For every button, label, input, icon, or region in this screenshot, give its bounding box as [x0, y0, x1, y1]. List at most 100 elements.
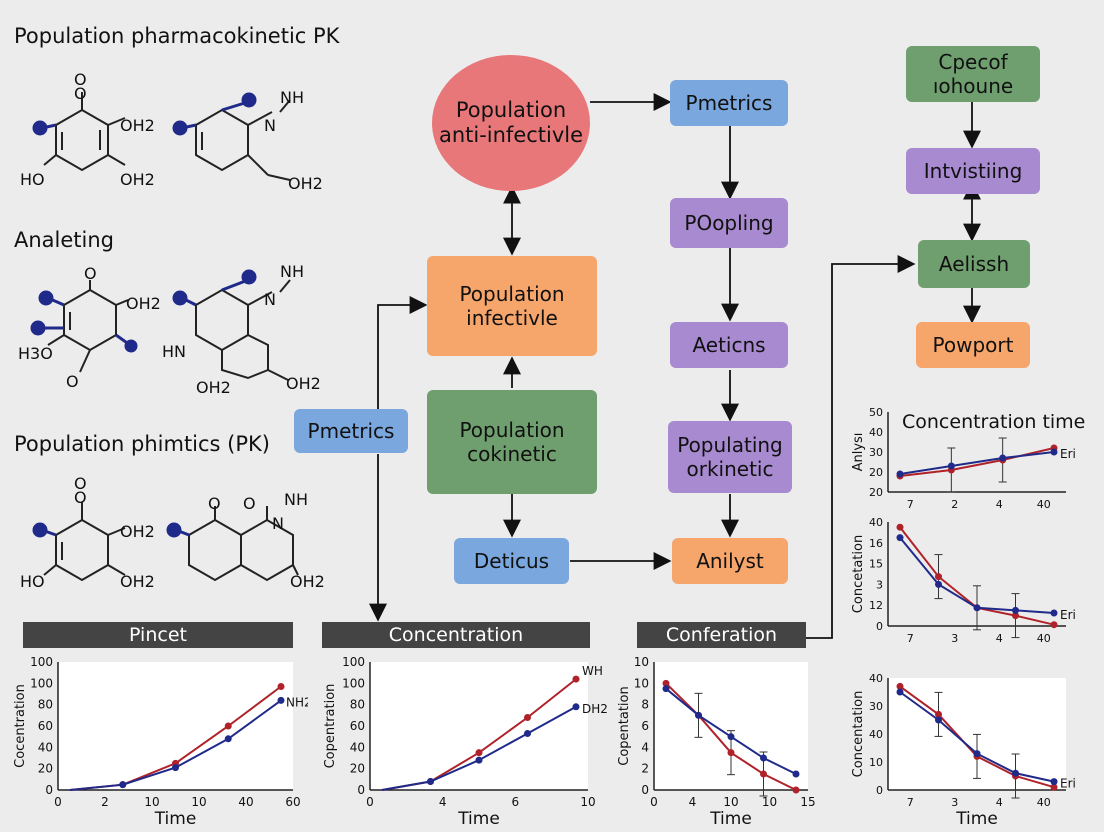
node-cpecof: Cpecof ıohoune [906, 46, 1040, 102]
data-point [662, 685, 670, 693]
y-tick-label: 100 [342, 676, 365, 690]
x-tick-label: 4 [439, 795, 447, 809]
x-axis-label: Time [154, 809, 197, 828]
plot-area [370, 662, 588, 790]
data-point [524, 729, 531, 737]
series-label: Eri [1060, 777, 1076, 791]
x-tick-label: 0 [366, 795, 374, 809]
x-tick-label: 7 [907, 632, 914, 645]
node-infective: Population infectivle [427, 256, 597, 356]
data-point [224, 735, 232, 743]
atom-label: NH [280, 262, 304, 281]
data-point [277, 696, 285, 704]
y-tick-label: 4 [641, 740, 649, 754]
y-tick-label: 80 [350, 698, 365, 712]
y-axis-label: Copentation [617, 686, 632, 766]
data-point [792, 770, 800, 778]
atom-label: OH2 [126, 294, 161, 313]
atom-label: NH [280, 88, 304, 107]
y-tick-label: 20 [869, 486, 883, 499]
y-tick-label: 100 [342, 655, 365, 669]
x-tick-label: 10 [191, 795, 206, 809]
x-tick-label: 10 [723, 795, 738, 809]
atom-label: OH2 [120, 116, 155, 135]
y-tick-label: 40 [869, 728, 883, 741]
data-point [896, 534, 904, 542]
y-tick-label: 20 [350, 762, 365, 776]
y-axis-label: Copentration [323, 684, 338, 769]
y-tick-label: 20 [38, 762, 53, 776]
x-tick-label: 10 [762, 795, 777, 809]
y-tick-label: 40 [869, 426, 883, 439]
data-point [224, 722, 232, 730]
y-tick-label: 0 [357, 783, 365, 797]
y-tick-label: 80 [38, 698, 53, 712]
x-tick-label: 2 [101, 795, 109, 809]
atom-label: H3O [18, 344, 53, 363]
x-axis-label: Time [955, 809, 998, 828]
node-populating: Populating orkinetic [668, 421, 792, 493]
data-point [792, 786, 800, 794]
arrow [377, 296, 428, 410]
data-point [427, 777, 434, 785]
data-point [475, 756, 483, 764]
panel-title-pincet: Pincet [23, 622, 293, 648]
y-tick-label: 0 [876, 620, 883, 633]
data-point [896, 523, 904, 531]
panel-title-conferation: Conferation [637, 622, 806, 648]
atom-label: HN [162, 342, 186, 361]
x-tick-label: 10 [144, 795, 159, 809]
y-tick-label: 50 [869, 406, 883, 419]
y-tick-label: 40 [38, 740, 53, 754]
data-point [119, 781, 127, 789]
data-point [896, 470, 904, 478]
series-label: NH2 [286, 695, 308, 709]
x-tick-label: 40 [238, 795, 253, 809]
data-point [1050, 778, 1058, 786]
atom-label: OH2 [120, 572, 155, 591]
atom-label: N [272, 514, 284, 533]
data-point [973, 750, 981, 758]
x-tick-label: 7 [907, 796, 914, 809]
atom-label: OH2 [120, 522, 155, 541]
atom-label: O [66, 372, 79, 391]
y-tick-label: 100 [30, 655, 53, 669]
y-axis-label: Concetation [851, 535, 866, 613]
y-tick-label: 100 [30, 676, 53, 690]
data-point [935, 573, 942, 581]
y-tick-label: 40 [869, 672, 883, 685]
data-point [1050, 448, 1058, 456]
series-label: Eri [1060, 447, 1076, 461]
atom-label: HO [20, 170, 45, 189]
node-poopling: POopling [670, 198, 788, 248]
y-tick-label: 30 [869, 700, 883, 713]
x-tick-label: 40 [1037, 632, 1051, 645]
panel-title-concentration: Concentration [322, 622, 590, 648]
data-point [1050, 621, 1058, 629]
data-point [935, 716, 942, 724]
heading-phimtics: Population phimtics (PK) [14, 432, 270, 456]
node-aeticns: Aeticns [670, 322, 788, 368]
y-tick-label: 40 [869, 516, 883, 529]
data-point [896, 682, 904, 690]
y-tick-label: 60 [350, 719, 365, 733]
data-point [947, 462, 955, 470]
y-tick-label: 0 [876, 784, 883, 797]
data-point [935, 710, 942, 718]
x-tick-label: 7 [907, 498, 914, 511]
series-label: DH2 [582, 702, 608, 716]
data-point [973, 604, 981, 612]
atom-label: OH2 [120, 170, 155, 189]
node-anilyst: Anilyst [672, 538, 788, 584]
y-tick-label: 0 [641, 783, 649, 797]
y-tick-label: 3 [876, 578, 883, 591]
atom-label: O [74, 474, 87, 493]
x-tick-label: 3 [951, 632, 958, 645]
atom-label: O [74, 70, 87, 89]
y-tick-label: 20 [869, 466, 883, 479]
x-tick-label: 40 [1037, 796, 1051, 809]
